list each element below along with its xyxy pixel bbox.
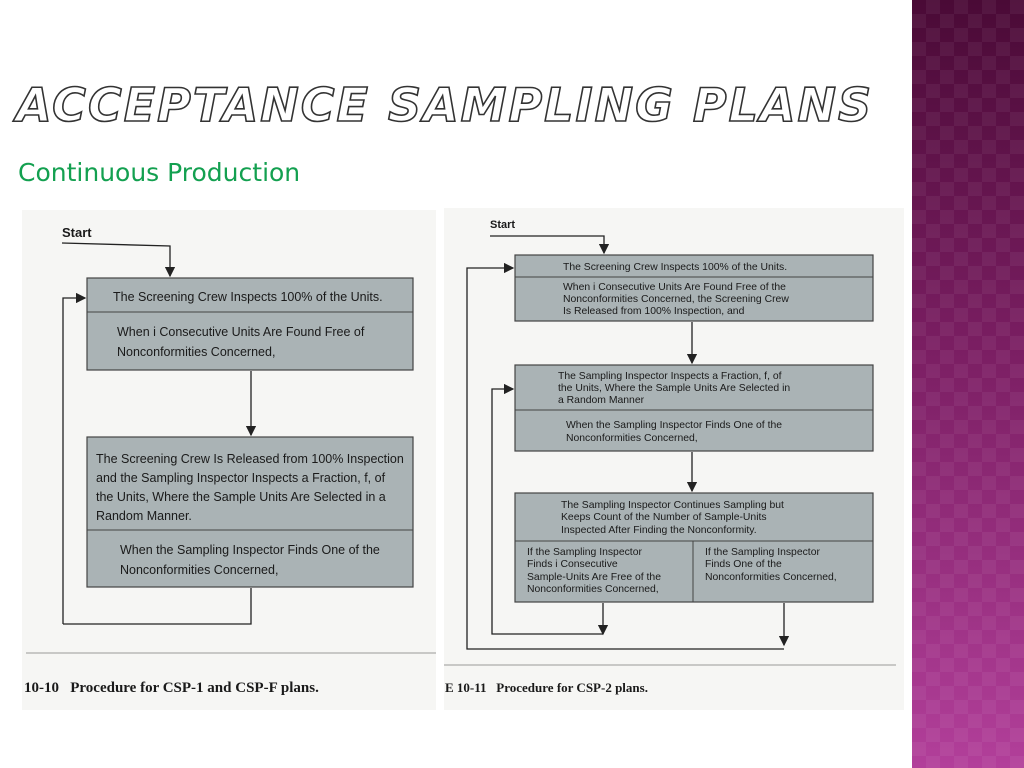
right-inner-loop-arrow — [491, 383, 603, 635]
right-box3-text: Keeps Count of the Number of Sample-Unit… — [561, 512, 767, 523]
right-start-label: Start — [490, 219, 515, 231]
right-box-sampling — [514, 364, 874, 452]
slide-subtitle: Continuous Production — [18, 158, 301, 187]
right-box1-text: Nonconformities Concerned, the Screening… — [563, 294, 789, 305]
right-box3-left-text: Nonconformities Concerned, — [527, 584, 659, 595]
right-box1-text: When i Consecutive Units Are Found Free … — [563, 282, 786, 293]
right-box-screening — [514, 254, 874, 322]
left-caption: 10-10 Procedure for CSP-1 and CSP-F plan… — [24, 680, 319, 696]
left-box2-text: When the Sampling Inspector Finds One of… — [120, 543, 380, 557]
right-outer-loop-arrow — [466, 262, 784, 650]
right-box1-text: The Screening Crew Inspects 100% of the … — [563, 262, 787, 273]
left-box2-text: the Units, Where the Sample Units Are Se… — [96, 490, 386, 504]
csp2-flowchart: Start The Screening Crew Inspects 100% o… — [444, 219, 896, 695]
right-box2-text: The Sampling Inspector Inspects a Fracti… — [558, 371, 782, 382]
right-box2-text: When the Sampling Inspector Finds One of… — [566, 420, 782, 431]
right-box2-text: Nonconformities Concerned, — [566, 433, 698, 444]
right-box2-text: the Units, Where the Sample Units Are Se… — [558, 383, 790, 394]
left-box2-text: Nonconformities Concerned, — [120, 563, 278, 577]
csp1-flowchart: Start The Screening Crew Inspects 100% o… — [24, 225, 436, 696]
left-loop-arrow — [62, 292, 87, 624]
right-box3-left-text: If the Sampling Inspector — [527, 547, 642, 558]
right-box3-right-text: If the Sampling Inspector — [705, 547, 820, 558]
right-box-continue-sampling — [514, 492, 874, 603]
left-box2-text: and the Sampling Inspector Inspects a Fr… — [96, 471, 386, 485]
decorative-side-band — [912, 0, 1024, 768]
left-box1-text: The Screening Crew Inspects 100% of the … — [113, 290, 383, 304]
right-caption: E 10-11 Procedure for CSP-2 plans. — [445, 680, 648, 695]
left-box2-text: The Screening Crew Is Released from 100%… — [96, 452, 404, 466]
right-box2-text: a Random Manner — [558, 395, 645, 406]
right-box3-text: The Sampling Inspector Continues Samplin… — [561, 500, 784, 511]
right-box3-text: Inspected After Finding the Nonconformit… — [561, 525, 757, 536]
left-box2-text: Random Manner. — [96, 509, 192, 523]
left-start-label: Start — [62, 225, 92, 240]
right-box1-text: Is Released from 100% Inspection, and — [563, 306, 745, 317]
left-box1-text: When i Consecutive Units Are Found Free … — [117, 325, 365, 339]
left-loop-line — [63, 588, 252, 625]
right-start-arrow — [490, 235, 610, 255]
left-start-arrow — [61, 242, 176, 278]
right-box3-left-text: Sample-Units Are Free of the — [527, 572, 661, 583]
left-box1-text: Nonconformities Concerned, — [117, 345, 275, 359]
right-box3-right-text: Finds One of the — [705, 559, 782, 570]
slide-title: Acceptance Sampling Plans — [15, 77, 874, 133]
left-box-sampling — [86, 436, 414, 588]
left-box-screening — [86, 277, 414, 371]
right-box3-right-text: Nonconformities Concerned, — [705, 572, 837, 583]
right-box3-left-text: Finds i Consecutive — [527, 559, 618, 570]
